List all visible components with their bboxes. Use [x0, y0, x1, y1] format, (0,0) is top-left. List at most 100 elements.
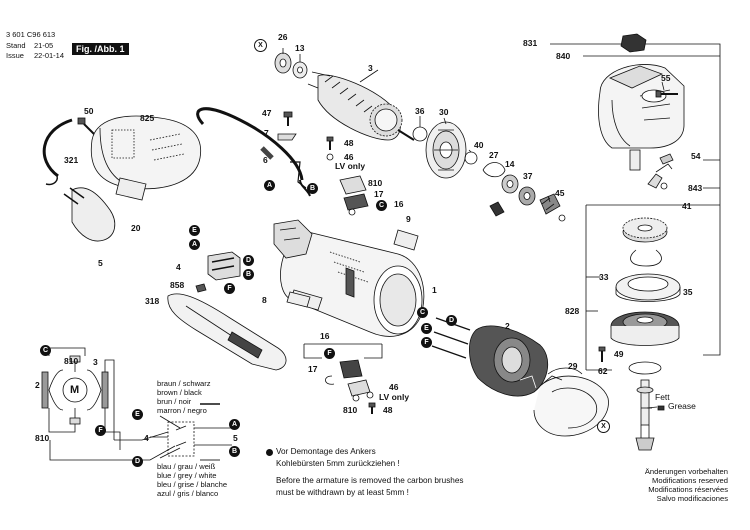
part-35-bearing-flange	[615, 273, 681, 302]
label-810-lower: 810	[343, 405, 358, 415]
part-30-fan	[425, 121, 467, 179]
schematic-label-2: 2	[35, 380, 40, 390]
part-20-label	[115, 177, 147, 201]
field-coil-right	[101, 371, 109, 409]
part-spring-clip	[489, 201, 505, 217]
marker-e-switch: E	[189, 225, 200, 236]
grease-tube-icon	[646, 405, 665, 411]
wire-legend-brown-es: marron / negro	[157, 406, 207, 415]
part-37-bearing	[518, 186, 536, 206]
label-26: 26	[278, 32, 288, 42]
part-29-wheel-guard	[533, 367, 609, 437]
marker-b-switch: B	[243, 269, 254, 280]
label-8: 8	[262, 295, 267, 305]
label-5: 5	[98, 258, 103, 268]
motor-label: M	[70, 384, 80, 396]
label-825: 825	[140, 113, 155, 123]
schematic-label-5: 5	[233, 433, 238, 443]
marker-a-switch: A	[189, 239, 200, 250]
part-843-spindle-lock	[647, 153, 674, 190]
label-49: 49	[614, 349, 624, 359]
label-41: 41	[682, 201, 692, 211]
wire-legend-blue-en: blue / grey / white	[157, 471, 217, 480]
label-20: 20	[131, 223, 141, 233]
label-lv-only-lower: LV only	[379, 392, 410, 402]
schematic-label-810-bottom: 810	[35, 433, 50, 443]
label-48-upper: 48	[344, 138, 354, 148]
marker-f-switch: F	[224, 283, 235, 294]
label-30: 30	[439, 107, 449, 117]
label-37: 37	[523, 171, 533, 181]
wire-legend-blue-fr: bleu / grise / blanche	[157, 480, 228, 489]
marker-e-stator: E	[421, 323, 432, 334]
wire-legend-brown-en: brown / black	[157, 388, 202, 397]
part-810-brush-holder-upper	[339, 175, 369, 216]
label-62: 62	[598, 366, 608, 376]
part-3-armature	[307, 71, 415, 141]
schematic-label-3: 3	[93, 357, 98, 367]
note-en-line1: Before the armature is removed the carbo…	[276, 476, 464, 485]
label-33: 33	[599, 272, 609, 282]
label-4: 4	[176, 262, 181, 272]
part-47-screw	[283, 111, 293, 126]
part-40-washer	[464, 151, 478, 165]
marker-f-stator: F	[421, 337, 432, 348]
marker-f-schematic: F	[95, 425, 106, 436]
wiring-schematic	[41, 347, 232, 461]
part-6-cable	[196, 107, 311, 197]
label-17-lower: 17	[308, 364, 318, 374]
part-48-screw-upper	[326, 136, 334, 150]
stand-value: 21-05	[34, 41, 54, 50]
label-2: 2	[505, 321, 510, 331]
part-46-washer-lower	[366, 391, 374, 399]
label-35: 35	[683, 287, 693, 297]
label-46-lower: 46	[389, 382, 399, 392]
label-7: 7	[264, 128, 269, 138]
part-858-cable-clamp	[195, 283, 207, 293]
label-840: 840	[556, 51, 571, 61]
label-14: 14	[505, 159, 515, 169]
label-16-upper: 16	[394, 199, 404, 209]
part-4-switch	[207, 251, 241, 281]
part-7-clamp	[277, 133, 297, 141]
marker-d-schematic: D	[132, 456, 143, 467]
issue-label: Issue	[6, 51, 24, 60]
issue-value: 22-01-14	[34, 51, 65, 60]
label-46-upper: 46	[344, 152, 354, 162]
marker-d-switch: D	[243, 255, 254, 266]
marker-x-armature: X	[254, 39, 267, 52]
label-55: 55	[661, 73, 671, 83]
marker-c-stator: C	[417, 307, 428, 318]
part-33-bevel-gear	[622, 217, 668, 267]
part-318-switch-lever	[167, 293, 287, 371]
modifications-en: Modifications reserved	[652, 476, 728, 485]
stator-screw-2	[433, 331, 469, 345]
marker-b-schematic: B	[229, 446, 240, 457]
stand-label: Stand	[6, 41, 26, 50]
note-en-line2: must be withdrawn by at least 5mm !	[276, 488, 409, 497]
marker-c-schematic: C	[40, 345, 51, 356]
wire-legend-brown-de: braun / schwarz	[157, 379, 211, 388]
field-coil-left	[41, 371, 49, 409]
modifications-fr: Modifications réservées	[648, 485, 728, 494]
label-45: 45	[555, 188, 565, 198]
label-858: 858	[170, 280, 185, 290]
label-3: 3	[368, 63, 373, 73]
label-50: 50	[84, 106, 94, 116]
marker-e-schematic: E	[132, 409, 143, 420]
doc-number: 3 601 C96 613	[6, 30, 56, 39]
label-36: 36	[415, 106, 425, 116]
schematic-label-810-top: 810	[64, 356, 79, 366]
label-17-upper: 17	[374, 189, 384, 199]
label-48-lower: 48	[383, 405, 393, 415]
part-41-gear-housing	[598, 64, 685, 171]
part-810-brush-holder-lower	[339, 359, 371, 402]
label-6: 6	[263, 155, 268, 165]
label-lv-only-upper: LV only	[335, 161, 366, 171]
label-318: 318	[145, 296, 160, 306]
part-13-washer	[292, 61, 308, 79]
marker-a-schematic: A	[229, 419, 240, 430]
switch-symbol	[167, 421, 195, 457]
